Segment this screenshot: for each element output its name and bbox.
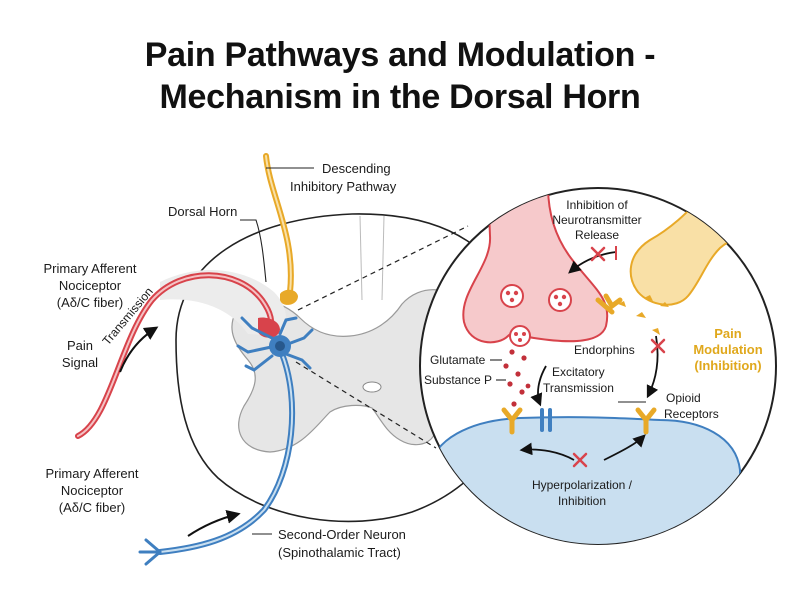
hyperpolarization-label-1: Hyperpolarization /	[532, 478, 633, 492]
dorsal-horn-region	[160, 269, 287, 336]
pain-signal-label-1: Pain	[67, 338, 93, 353]
hyperpolarization-arrow-right	[603, 434, 646, 461]
afferent-bottom-label-1: Primary Afferent	[46, 466, 139, 481]
afferent-fiber-upper-inner	[77, 274, 272, 437]
title-line-2: Mechanism in the Dorsal Horn	[159, 78, 641, 116]
modulation-label-2: Modulation	[693, 342, 762, 357]
afferent-top-label-2: Nociceptor	[59, 278, 122, 293]
neuron-nucleus	[275, 341, 285, 351]
diagram-title: Pain Pathways and Modulation - Mechanism…	[0, 34, 800, 118]
vesicle	[500, 284, 524, 308]
median-fissure	[359, 215, 363, 301]
neurotransmitter-release	[503, 349, 531, 407]
modulation-label-3: (Inhibition)	[694, 358, 761, 373]
pain-signal-arrow	[119, 326, 159, 373]
vesicle	[509, 325, 531, 347]
dendrites	[236, 316, 314, 372]
leader-lines	[240, 167, 646, 535]
title-line-1: Pain Pathways and Modulation -	[144, 36, 656, 74]
second-order-neuron	[138, 316, 314, 566]
x-mark-icon	[650, 338, 666, 354]
opioid-label-2: Receptors	[664, 407, 719, 421]
endorphin-particles	[618, 295, 669, 335]
descending-label-2: Inhibitory Pathway	[290, 179, 397, 194]
primary-afferent-upper	[75, 272, 280, 439]
hyperpolarization-arrow-left	[519, 442, 575, 461]
glutamate-receptor	[540, 408, 552, 432]
glutamate-label: Glutamate	[430, 353, 486, 367]
substance-p-label: Substance P	[424, 373, 492, 387]
vesicle	[548, 288, 572, 312]
axon-terminal-branches	[138, 538, 162, 566]
descending-label-1: Descending	[322, 161, 391, 176]
postsynaptic-opioid-receptor-left	[501, 407, 523, 435]
x-mark-icon	[590, 246, 606, 262]
descending-fiber-inner	[265, 155, 292, 293]
inhibition-label-3: Release	[575, 228, 619, 242]
afferent-bottom-label-2: Nociceptor	[61, 483, 124, 498]
modulation-arrow	[646, 335, 659, 399]
postsynaptic-opioid-receptor-right	[635, 407, 657, 435]
afferent-top-label-3: (Aδ/C fiber)	[57, 295, 123, 310]
median-fissure-2	[381, 215, 385, 301]
second-order-axon-inner	[159, 353, 294, 553]
hyperpolarization-label-2: Inhibition	[558, 494, 606, 508]
x-mark-icon	[572, 452, 588, 468]
inhibition-label-2: Neurotransmitter	[552, 213, 641, 227]
synaptic-vesicles	[500, 284, 572, 347]
ascending-arrow	[187, 509, 241, 537]
pain-signal-label-2: Signal	[62, 355, 98, 370]
descending-pathway	[263, 153, 298, 305]
afferent-bottom-label-3: (Aδ/C fiber)	[59, 500, 125, 515]
inhibition-label-1: Inhibition of	[566, 198, 628, 212]
descending-terminal	[280, 289, 298, 305]
synapse-magnified-view	[419, 187, 777, 545]
excitatory-arrow	[530, 365, 547, 407]
presynaptic-opioid-receptor	[595, 293, 623, 315]
modulation-label-1: Pain	[714, 326, 742, 341]
excitatory-label-2: Transmission	[543, 381, 614, 395]
zoom-line-top	[297, 225, 469, 311]
afferent-top-label-1: Primary Afferent	[44, 261, 137, 276]
excitatory-label-1: Excitatory	[552, 365, 605, 379]
dorsal-horn-label: Dorsal Horn	[168, 204, 237, 219]
second-order-label-2: (Spinothalamic Tract)	[278, 545, 401, 560]
zoom-line-bottom	[295, 361, 437, 449]
endorphins-label: Endorphins	[574, 343, 635, 357]
central-canal	[362, 381, 382, 393]
second-order-label-1: Second-Order Neuron	[278, 527, 406, 542]
opioid-label-1: Opioid	[666, 391, 701, 405]
